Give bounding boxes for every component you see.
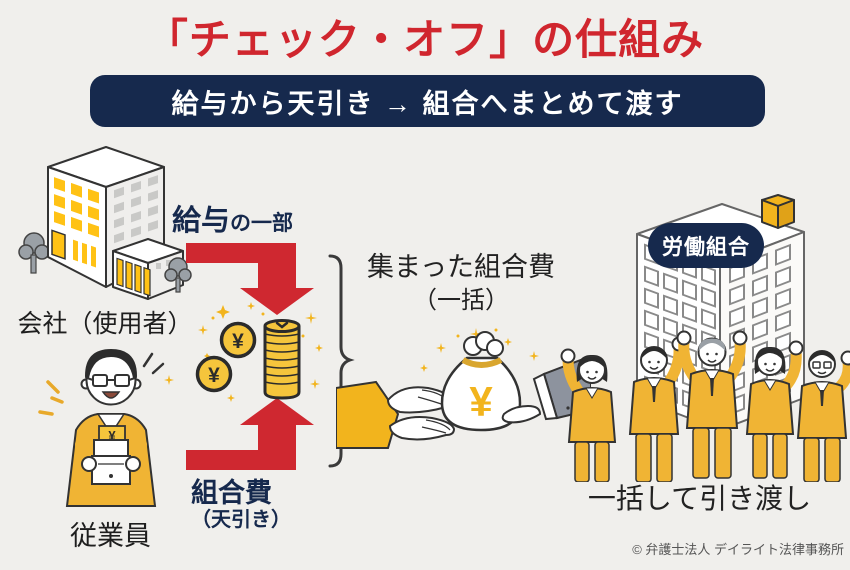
gray-windows (114, 175, 158, 244)
glasses-icon (812, 361, 821, 369)
coin-stack-icon (263, 319, 301, 400)
employee-icon: ¥ (38, 349, 174, 507)
union-member (796, 350, 850, 482)
fist-icon (560, 348, 576, 364)
yen-coin-icon: ¥ (195, 355, 233, 393)
fist-icon (840, 350, 850, 366)
hand (81, 456, 97, 472)
union-member (628, 336, 687, 482)
tree-icon (164, 257, 192, 293)
coins-icon: ¥ ¥ (195, 302, 323, 402)
fist-icon (676, 330, 692, 346)
money-bag-handoff-icon: ¥ (336, 328, 591, 449)
copyright-note: © 弁護士法人 デイライト法律事務所 (632, 542, 844, 557)
collected-dues-label: 集まった組合費 （一括） (350, 250, 572, 316)
union-badge: 労働組合 (648, 223, 764, 268)
company-building-icon (18, 146, 192, 300)
yen-symbol: ¥ (232, 330, 244, 353)
yen-coin-icon: ¥ (219, 321, 257, 359)
sparkle-icon (38, 352, 174, 416)
summary-banner-text: 給与から天引き → 組合へまとめて渡す (171, 88, 684, 119)
union-members-icon (560, 330, 850, 482)
dues-flow-arrow-icon (186, 398, 314, 470)
fist-icon (788, 340, 804, 356)
union-member (560, 348, 617, 482)
yen-symbol: ¥ (108, 428, 116, 443)
hair (85, 349, 137, 380)
hand (125, 456, 141, 472)
page-title: 「チェック・オフ」の仕組み (145, 16, 705, 63)
employee-label: 従業員 (70, 521, 151, 551)
union-member (745, 340, 804, 479)
handover-label: 一括して引き渡し (587, 483, 812, 514)
rooftop-box (761, 194, 795, 229)
salary-portion-main: 給与 (172, 205, 231, 237)
brace-icon (328, 254, 355, 468)
collected-dues-line2: （一括） (413, 287, 509, 315)
collected-dues-line1: 集まった組合費 (367, 252, 555, 282)
salary-portion-sub: の一部 (230, 212, 294, 235)
fist-icon (732, 330, 748, 346)
union-member (676, 330, 748, 479)
salary-flow-arrow-icon (186, 243, 314, 315)
summary-banner: 給与から天引き → 組合へまとめて渡す (90, 75, 765, 127)
company-label: 会社（使用者） (17, 310, 193, 338)
dues-main: 組合費 (191, 478, 272, 508)
dues-sub: （天引き） (191, 509, 291, 532)
money-bag-icon: ¥ (440, 331, 522, 432)
dues-label: 組合費 （天引き） (191, 478, 291, 532)
yen-symbol: ¥ (469, 378, 493, 425)
salary-portion-label: 給与の一部 (172, 197, 293, 239)
mouth (101, 391, 121, 399)
sparkle-icon (420, 328, 556, 378)
yen-symbol: ¥ (208, 364, 220, 387)
yellow-windows (51, 177, 99, 268)
tree-icon (18, 232, 50, 274)
glasses-icon (86, 374, 136, 387)
union-badge-text: 労働組合 (662, 235, 750, 259)
receiving-hands (336, 380, 456, 449)
